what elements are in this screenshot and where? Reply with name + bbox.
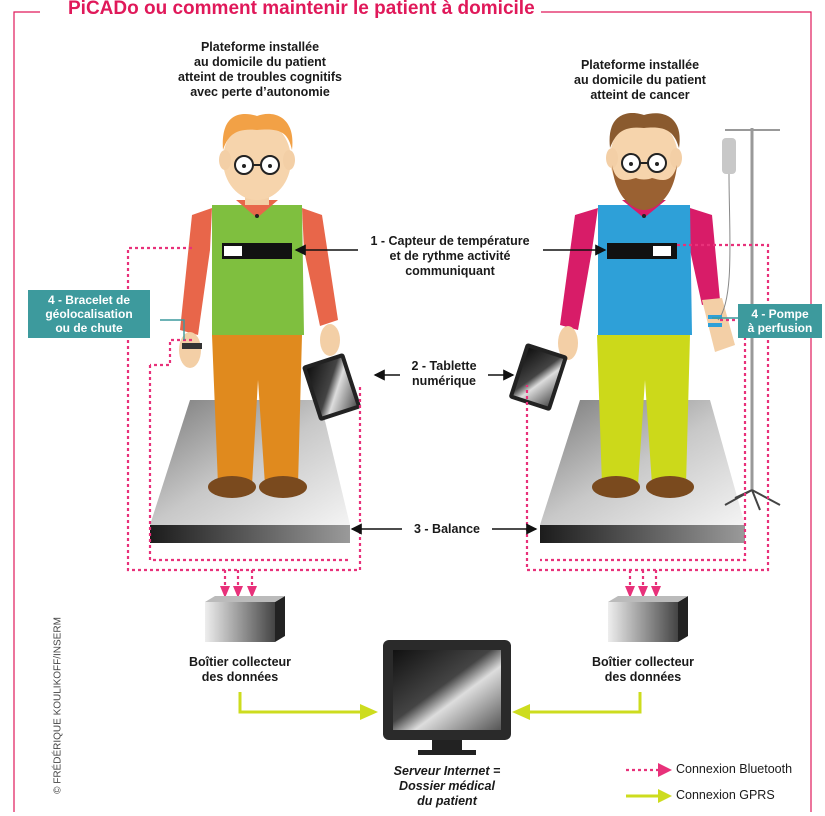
badge-line: à perfusion	[747, 321, 813, 335]
bluetooth-links-left	[126, 246, 362, 588]
bracelet-badge: 4 - Bracelet de géolocalisation ou de ch…	[28, 290, 150, 338]
tablet-label: 2 - Tablette numérique	[400, 359, 488, 389]
heading-line: avec perte d’autonomie	[190, 85, 330, 99]
sensor-label: 1 - Capteur de température et de rythme …	[360, 234, 540, 279]
arrow-bracelet	[160, 319, 185, 340]
collector-box-left-icon	[205, 596, 285, 642]
heading-line: Plateforme installée	[580, 58, 700, 72]
label-line: Serveur Internet =	[393, 764, 501, 778]
collector-left-label: Boîtier collecteur des données	[165, 655, 315, 685]
label-line: Dossier médical	[399, 779, 495, 793]
left-platform-heading: Plateforme installée au domicile du pati…	[160, 40, 360, 100]
badge-line: 4 - Pompe	[751, 307, 809, 321]
left-patient	[150, 113, 361, 543]
label-line: des données	[201, 670, 279, 684]
heading-line: atteint de cancer	[590, 88, 690, 102]
right-patient	[509, 112, 781, 543]
badge-line: ou de chute	[55, 321, 123, 335]
server-monitor-icon	[383, 640, 511, 755]
legend-gprs-label: Connexion GPRS	[676, 788, 775, 802]
label-line: numérique	[412, 374, 476, 388]
bracelet-icon	[182, 343, 202, 349]
badge-line: 4 - Bracelet de	[47, 293, 131, 307]
photo-credit: © FRÉDÉRIQUE KOULIKOFF/INSERM	[52, 617, 64, 794]
label-line: Boîtier collecteur	[188, 655, 292, 669]
bluetooth-links-right	[525, 243, 770, 588]
label-line: communiquant	[405, 264, 495, 278]
label-line: 2 - Tablette	[411, 359, 477, 373]
tablet-right-icon	[509, 343, 568, 411]
heading-line: au domicile du patient	[194, 55, 326, 69]
badge-line: géolocalisation	[45, 307, 133, 321]
collector-box-right-icon	[608, 596, 688, 642]
label-line: et de rythme activité	[389, 249, 511, 263]
label-line: des données	[604, 670, 682, 684]
label-line: Boîtier collecteur	[591, 655, 695, 669]
gprs-links	[238, 692, 642, 714]
label-line: 1 - Capteur de température	[370, 234, 530, 248]
heading-line: atteint de troubles cognitifs	[178, 70, 342, 84]
tablet-left-icon	[302, 353, 361, 421]
legend-bluetooth-label: Connexion Bluetooth	[676, 762, 793, 776]
heading-line: Plateforme installée	[200, 40, 320, 54]
pump-badge: 4 - Pompe à perfusion	[738, 304, 822, 338]
server-label: Serveur Internet = Dossier médical du pa…	[372, 764, 522, 809]
heading-line: au domicile du patient	[574, 73, 706, 87]
collector-right-label: Boîtier collecteur des données	[568, 655, 718, 685]
scale-label: 3 - Balance	[413, 522, 480, 536]
page-title: PiCADo ou comment maintenir le patient à…	[62, 0, 541, 20]
label-line: du patient	[417, 794, 477, 808]
right-platform-heading: Plateforme installée au domicile du pati…	[540, 58, 740, 103]
